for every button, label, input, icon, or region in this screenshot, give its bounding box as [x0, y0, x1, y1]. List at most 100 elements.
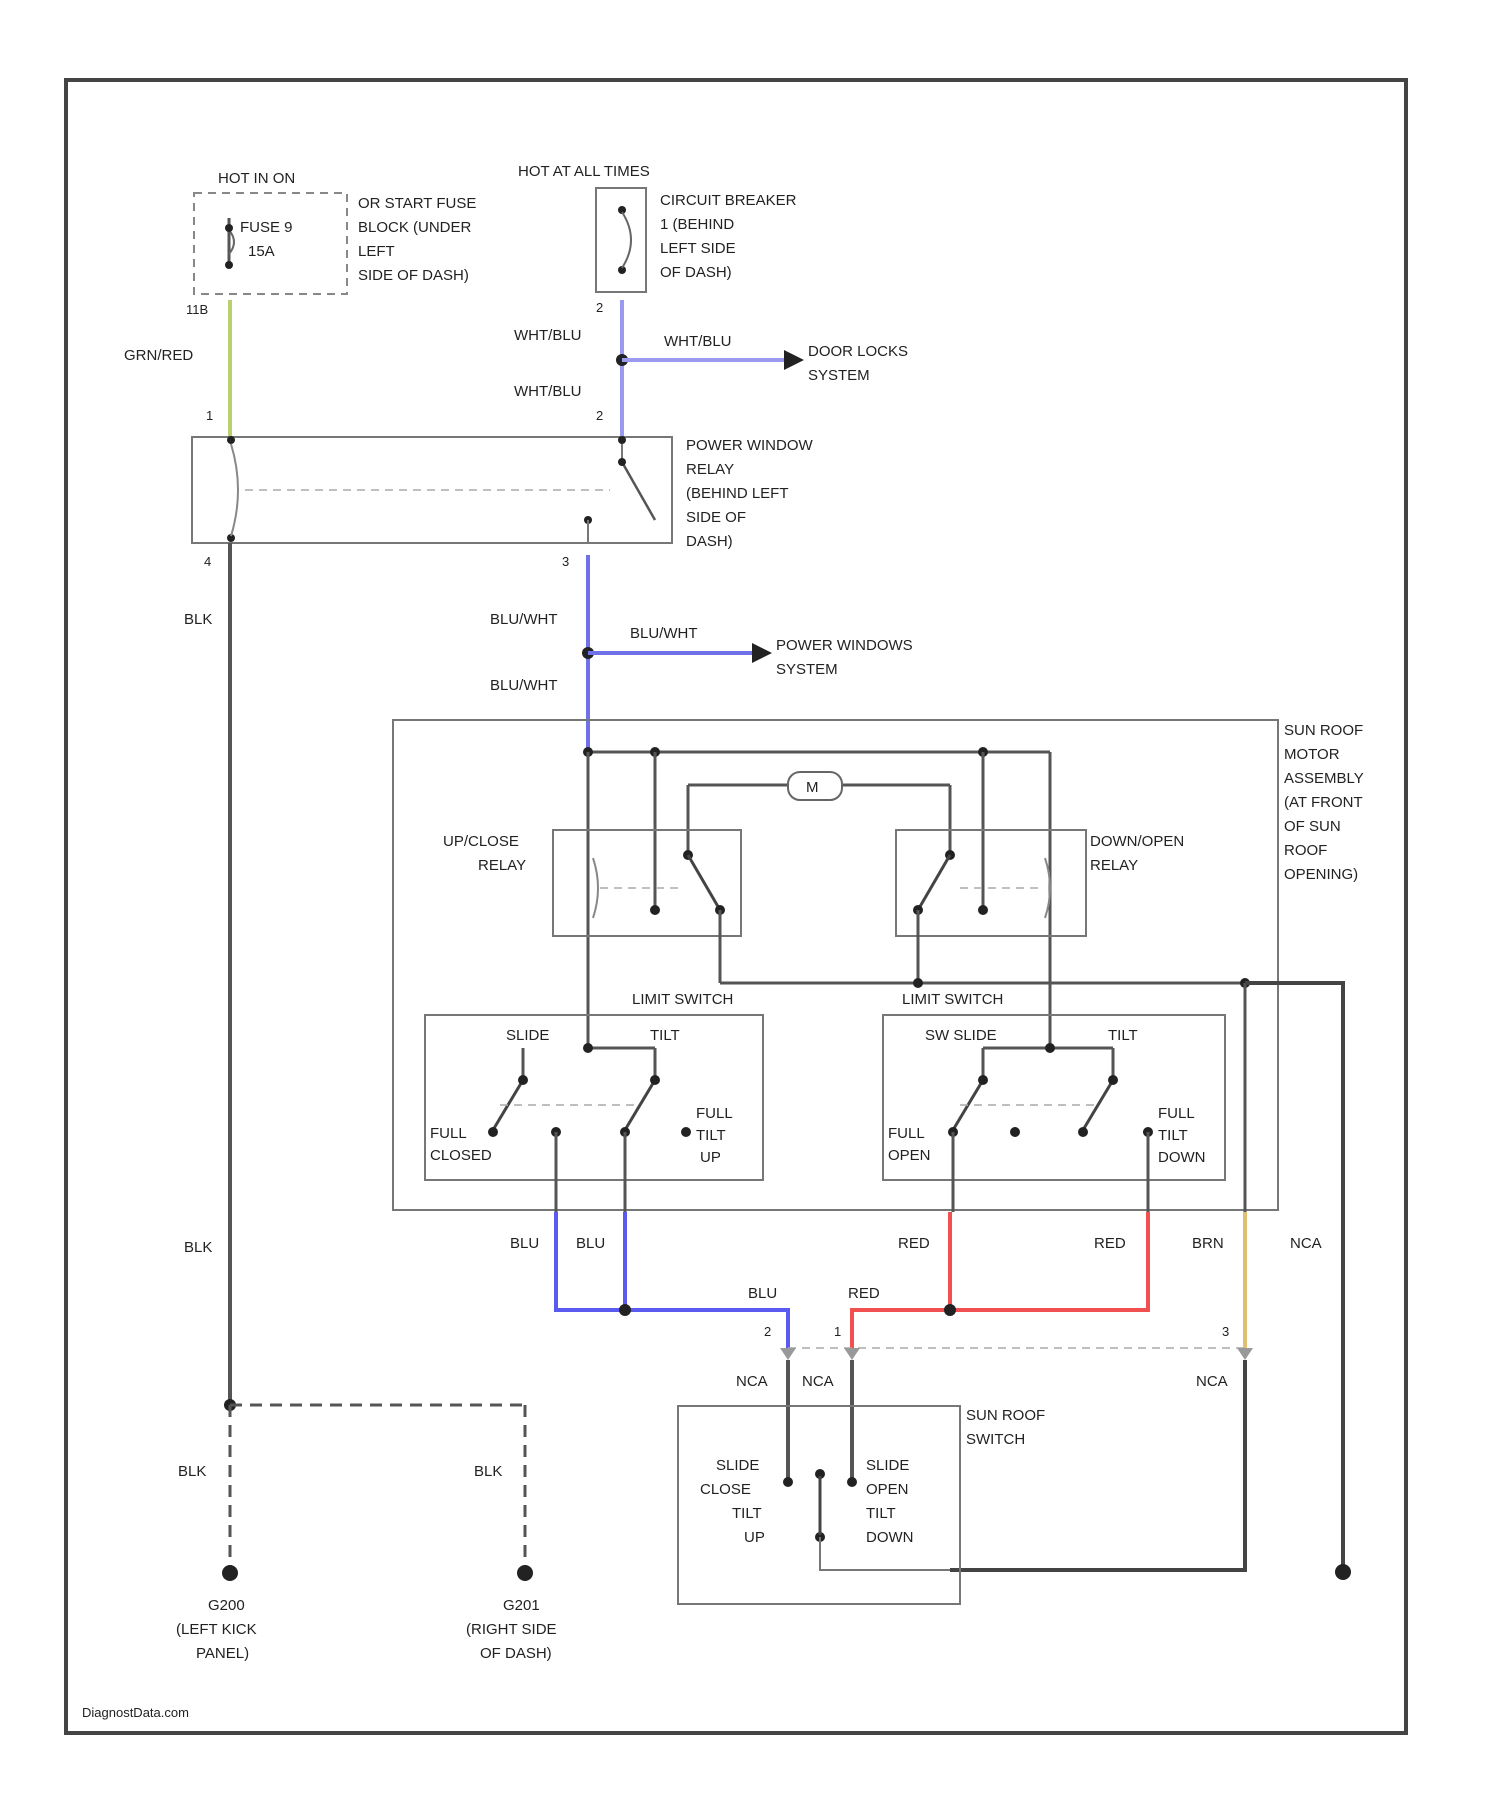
right-slide-label: SW SLIDE — [925, 1027, 997, 1044]
connector-pin-3: 3 — [1222, 1324, 1229, 1339]
relay-pin-2: 2 — [596, 408, 603, 423]
up-close-relay-line-1: UP/CLOSE — [443, 833, 519, 850]
motor-assembly-line-2: MOTOR — [1284, 746, 1340, 763]
wire-label-blu-wht-3: BLU/WHT — [490, 677, 558, 694]
fuse-terminal-label: 11B — [186, 302, 208, 317]
motor-assembly-line-7: OPENING) — [1284, 866, 1358, 883]
g200-line-3: PANEL) — [196, 1645, 249, 1662]
wire-label-red-1: RED — [898, 1235, 930, 1252]
power-windows-line-1: POWER WINDOWS — [776, 637, 913, 654]
left-tilt-label: TILT — [650, 1027, 680, 1044]
wire-label-wht-blu-2: WHT/BLU — [664, 333, 732, 350]
circuit-breaker: HOT AT ALL TIMES CIRCUIT BREAKER 1 (BEHI… — [518, 163, 797, 315]
up-close-relay-line-2: RELAY — [478, 857, 526, 874]
full-tilt-up-line-3: UP — [700, 1149, 721, 1166]
relay-pin-3: 3 — [562, 554, 569, 569]
g200-line-2: (LEFT KICK — [176, 1621, 257, 1638]
switch-left-line-3: TILT — [732, 1505, 762, 1522]
motor-label: M — [806, 779, 819, 796]
door-locks-line-1: DOOR LOCKS — [808, 343, 908, 360]
wire-label-blu-3: BLU — [748, 1285, 777, 1302]
fuse-name: FUSE 9 — [240, 219, 293, 236]
wire-label-blu-1: BLU — [510, 1235, 539, 1252]
wire-label-nca-1: NCA — [736, 1373, 768, 1390]
switch-left-line-4: UP — [744, 1529, 765, 1546]
limit-switch-label-right: LIMIT SWITCH — [902, 991, 1003, 1008]
top-wires: GRN/RED WHT/BLU WHT/BLU WHT/BLU DOOR LOC… — [124, 300, 908, 437]
switch-right-line-4: DOWN — [866, 1529, 914, 1546]
wire-label-blu-2: BLU — [576, 1235, 605, 1252]
switch-right-line-1: SLIDE — [866, 1457, 909, 1474]
full-open-line-1: FULL — [888, 1125, 925, 1142]
wire-label-wht-blu-1: WHT/BLU — [514, 327, 582, 344]
full-tilt-up-line-1: FULL — [696, 1105, 733, 1122]
wire-label-nca-3: NCA — [1196, 1373, 1228, 1390]
relay-line-1: POWER WINDOW — [686, 437, 813, 454]
full-tilt-down-line-2: TILT — [1158, 1127, 1188, 1144]
down-open-relay-line-1: DOWN/OPEN — [1090, 833, 1184, 850]
breaker-line-3: LEFT SIDE — [660, 240, 736, 257]
hot-at-all-times-label: HOT AT ALL TIMES — [518, 163, 650, 180]
switch-right-line-3: TILT — [866, 1505, 896, 1522]
wire-label-blk-3: BLK — [178, 1463, 206, 1480]
watermark: DiagnostData.com — [82, 1705, 189, 1720]
door-locks-line-2: SYSTEM — [808, 367, 870, 384]
breaker-line-1: CIRCUIT BREAKER — [660, 192, 797, 209]
ground-g200 — [222, 1565, 238, 1581]
sunroof-motor-assembly: SUN ROOF MOTOR ASSEMBLY (AT FRONT OF SUN… — [393, 720, 1364, 1210]
fuse-rating: 15A — [248, 243, 275, 260]
fuse-block-line-1: OR START FUSE — [358, 195, 476, 212]
motor-assembly-line-3: ASSEMBLY — [1284, 770, 1364, 787]
wire-label-grn-red: GRN/RED — [124, 347, 193, 364]
fuse-block-line-3: LEFT — [358, 243, 395, 260]
grounds: BLK BLK G200 (LEFT KICK PANEL) G201 (RIG… — [176, 1399, 557, 1662]
wire-label-blu-wht-1: BLU/WHT — [490, 611, 558, 628]
wire-label-nca-2: NCA — [802, 1373, 834, 1390]
relay-line-2: RELAY — [686, 461, 734, 478]
fuse-block: HOT IN ON FUSE 9 15A OR START FUSE BLOCK… — [186, 170, 476, 317]
g201-line-2: (RIGHT SIDE — [466, 1621, 557, 1638]
full-closed-line-1: FULL — [430, 1125, 467, 1142]
switch-right-line-2: OPEN — [866, 1481, 909, 1498]
connector-pin-1: 1 — [834, 1324, 841, 1339]
hot-in-on-label: HOT IN ON — [218, 170, 295, 187]
wire-label-blk-2: BLK — [184, 1239, 212, 1256]
ground-wire-main: BLK BLK — [184, 543, 230, 1405]
relay-line-3: (BEHIND LEFT — [686, 485, 789, 502]
wire-label-red-2: RED — [1094, 1235, 1126, 1252]
right-tilt-label: TILT — [1108, 1027, 1138, 1044]
g200-line-1: G200 — [208, 1597, 245, 1614]
power-window-relay: POWER WINDOW RELAY (BEHIND LEFT SIDE OF … — [192, 436, 813, 569]
motor-assembly-line-4: (AT FRONT — [1284, 794, 1363, 811]
wire-label-blk-4: BLK — [474, 1463, 502, 1480]
wire-label-blk-1: BLK — [184, 611, 212, 628]
limit-switch-label-left: LIMIT SWITCH — [632, 991, 733, 1008]
ground-g201 — [517, 1565, 533, 1581]
breaker-pin: 2 — [596, 300, 603, 315]
sunroof-switch-line-1: SUN ROOF — [966, 1407, 1045, 1424]
connector-pin-2: 2 — [764, 1324, 771, 1339]
wire-label-red-3: RED — [848, 1285, 880, 1302]
full-open-line-2: OPEN — [888, 1147, 931, 1164]
fuse-block-line-4: SIDE OF DASH) — [358, 267, 469, 284]
sunroof-switch-line-2: SWITCH — [966, 1431, 1025, 1448]
relay-pin-4: 4 — [204, 554, 211, 569]
wire-label-nca-top: NCA — [1290, 1235, 1322, 1252]
wire-label-blu-wht-2: BLU/WHT — [630, 625, 698, 642]
breaker-line-2: 1 (BEHIND — [660, 216, 734, 233]
g201-line-1: G201 — [503, 1597, 540, 1614]
left-slide-label: SLIDE — [506, 1027, 549, 1044]
full-tilt-down-line-3: DOWN — [1158, 1149, 1206, 1166]
relay-line-4: SIDE OF — [686, 509, 746, 526]
motor-assembly-line-6: ROOF — [1284, 842, 1327, 859]
sunroof-switch: SUN ROOF SWITCH SLIDE CLOSE TILT UP SLID… — [678, 1406, 1045, 1604]
switch-left-line-2: CLOSE — [700, 1481, 751, 1498]
power-windows-line-2: SYSTEM — [776, 661, 838, 678]
down-open-relay-line-2: RELAY — [1090, 857, 1138, 874]
full-tilt-up-line-2: TILT — [696, 1127, 726, 1144]
fuse-block-line-2: BLOCK (UNDER — [358, 219, 472, 236]
switch-left-line-1: SLIDE — [716, 1457, 759, 1474]
g201-line-3: OF DASH) — [480, 1645, 552, 1662]
relay-pin-1: 1 — [206, 408, 213, 423]
